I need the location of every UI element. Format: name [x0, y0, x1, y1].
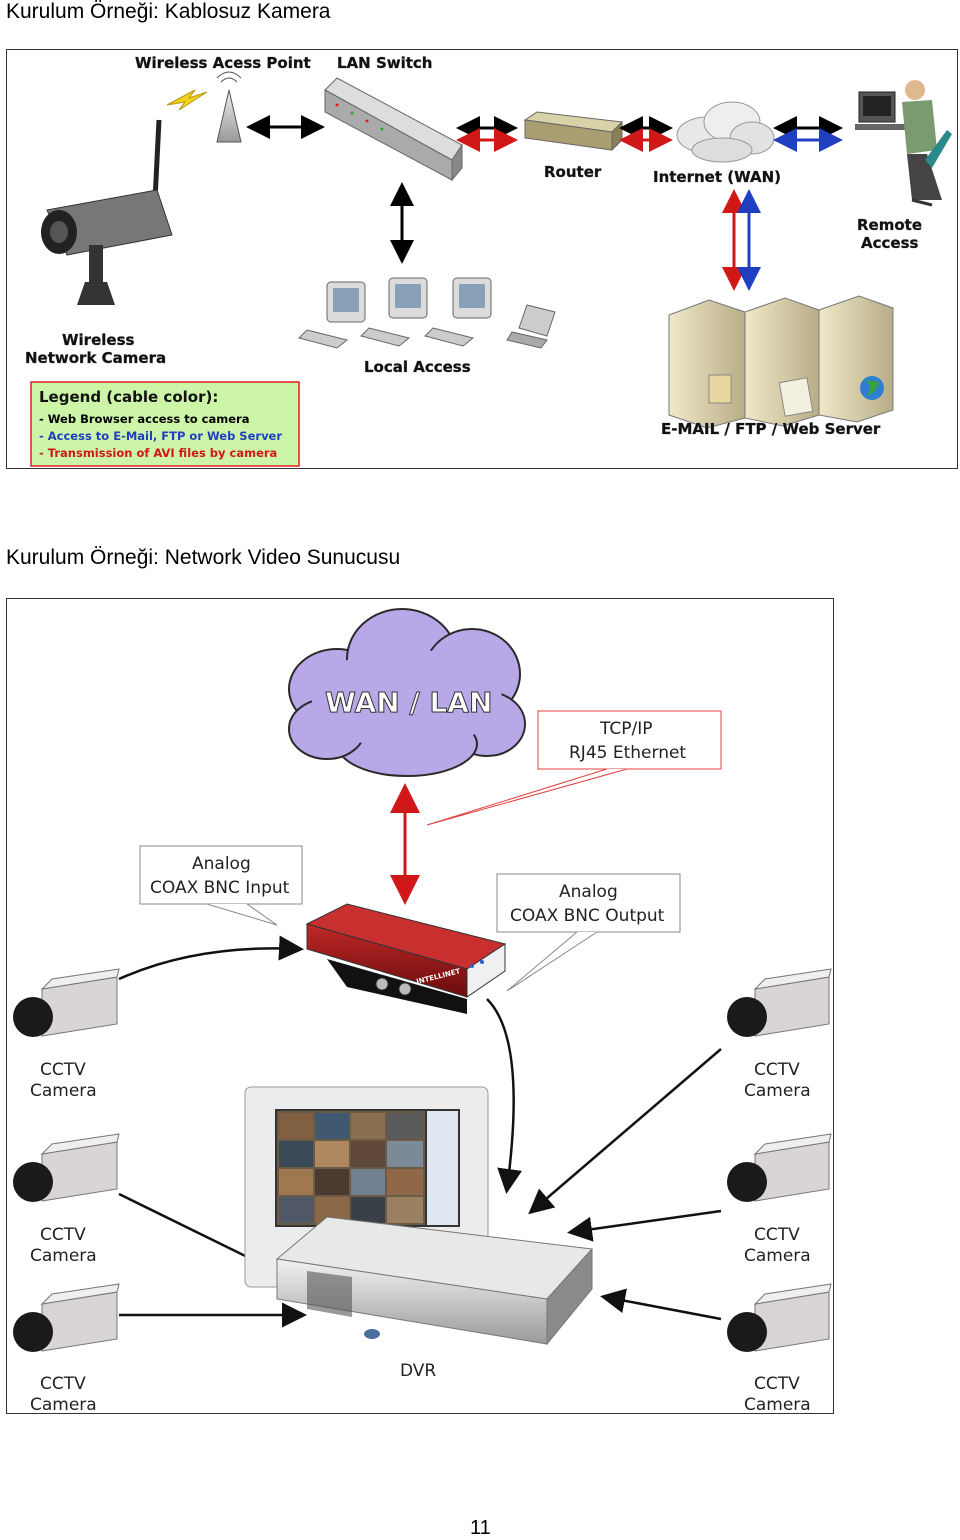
label-access-point: Wireless Acess Point [135, 54, 311, 72]
local-access-computers-icon [298, 277, 556, 349]
label-lan-switch: LAN Switch [337, 54, 433, 72]
cable-color-legend: Legend (cable color): - Web Browser acce… [30, 381, 300, 467]
cctv-label-3a: CCTV [40, 1374, 86, 1394]
video-server-device-icon [305, 903, 507, 1014]
legend-item-web-browser: - Web Browser access to camera [39, 412, 249, 426]
label-servers: E-MAIL / FTP / Web Server [661, 420, 881, 438]
analog-output-callout [496, 873, 681, 992]
tcpip-line1: TCP/IP [599, 719, 653, 739]
cctv-label-4a: CCTV [754, 1060, 800, 1080]
legend-item-avi: - Transmission of AVI files by camera [39, 446, 277, 460]
cctv-label-6b: Camera [744, 1395, 811, 1413]
cctv-camera-icon [13, 968, 120, 1037]
cloud-label: WAN / LAN [325, 686, 492, 719]
label-camera-line1: Wireless [62, 331, 135, 349]
remote-user-icon [855, 80, 952, 207]
dvr-label: DVR [400, 1361, 436, 1381]
legend-title: Legend (cable color): [39, 388, 218, 406]
cctv-label-1b: Camera [30, 1081, 97, 1101]
network-video-server-diagram: WAN / LAN TCP/IP RJ45 Ethernet Analog CO… [6, 598, 834, 1414]
section-title-network-video: Kurulum Örneği: Network Video Sunucusu [6, 546, 401, 569]
page-number: 11 [470, 1517, 491, 1539]
wireless-camera-icon [41, 119, 173, 305]
input-line2: COAX BNC Input [150, 878, 290, 898]
wireless-signal-icon [166, 89, 208, 111]
cctv-camera-icon [727, 968, 832, 1037]
internet-cloud-icon [676, 101, 775, 163]
server-tower-icon [668, 295, 894, 429]
analog-input-callout [139, 845, 303, 926]
wireless-camera-diagram: Wireless Network Camera Wireless Acess P… [6, 49, 958, 469]
cctv-label-5a: CCTV [754, 1225, 800, 1245]
label-router: Router [544, 163, 602, 181]
cctv-camera-icon [13, 1133, 120, 1202]
tcpip-callout [426, 710, 722, 826]
label-remote-line2: Access [861, 234, 918, 252]
cctv-label-6a: CCTV [754, 1374, 800, 1394]
tcpip-line2: RJ45 Ethernet [569, 743, 686, 763]
output-line2: COAX BNC Output [510, 906, 665, 926]
label-camera-line2: Network Camera [25, 349, 166, 367]
cctv-label-2b: Camera [30, 1246, 97, 1266]
cctv-label-1a: CCTV [40, 1060, 86, 1080]
cctv-label-3b: Camera [30, 1395, 97, 1413]
cctv-label-5b: Camera [744, 1246, 811, 1266]
cctv-camera-icon [727, 1133, 832, 1202]
router-icon [523, 111, 624, 152]
input-line1: Analog [192, 854, 251, 874]
label-internet: Internet (WAN) [653, 168, 781, 186]
label-remote-line1: Remote [857, 216, 922, 234]
lan-switch-icon [324, 77, 463, 182]
section-title-wireless: Kurulum Örneği: Kablosuz Kamera [6, 0, 331, 23]
dvr-recorder-icon [275, 1216, 594, 1346]
cctv-label-2a: CCTV [40, 1225, 86, 1245]
cctv-camera-icon [727, 1283, 832, 1352]
legend-item-email-ftp: - Access to E-Mail, FTP or Web Server [39, 429, 282, 443]
cctv-camera-icon [13, 1283, 120, 1352]
output-line1: Analog [559, 882, 618, 902]
label-local-access: Local Access [364, 358, 471, 376]
wan-lan-cloud-icon [288, 608, 526, 777]
access-point-icon [216, 71, 242, 143]
cctv-label-4b: Camera [744, 1081, 811, 1101]
